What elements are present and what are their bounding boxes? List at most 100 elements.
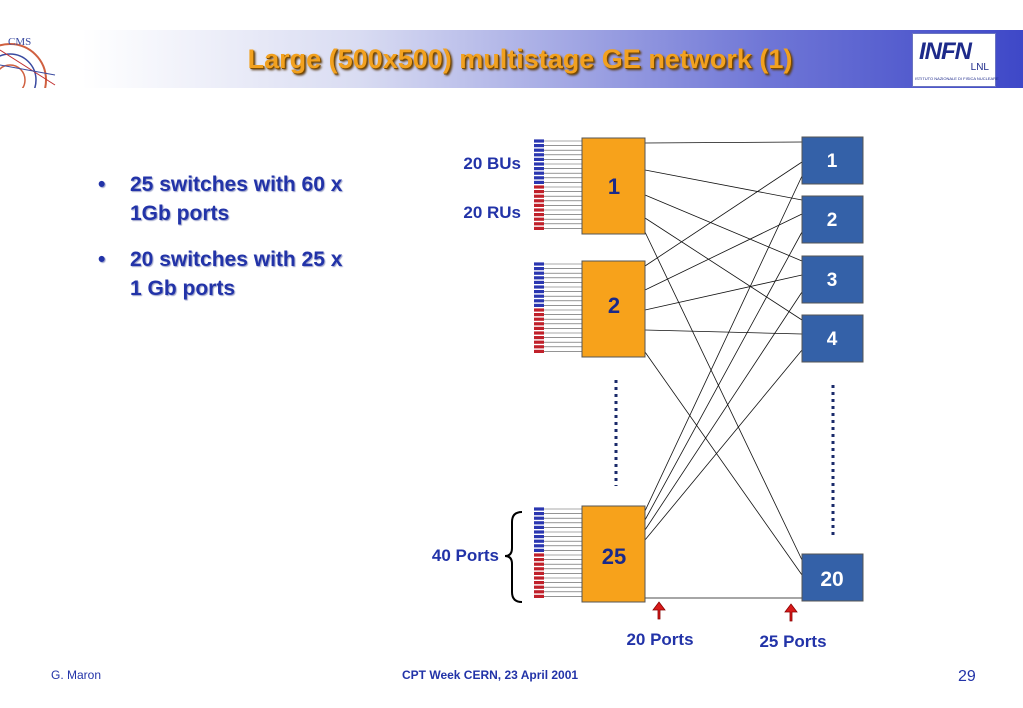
- bus-label: 20 BUs: [463, 154, 521, 173]
- bu-port-stub: [534, 262, 544, 266]
- connection-line: [644, 291, 803, 531]
- cms-logo-graphic: [0, 43, 56, 88]
- bu-port-stub: [534, 548, 544, 552]
- bullet-dot: •: [98, 173, 106, 196]
- twenty-five-ports-label: 25 Ports: [759, 632, 826, 651]
- ru-port-stub: [534, 185, 544, 189]
- header-bar: [0, 30, 1023, 88]
- bu-port-stub: [534, 167, 544, 171]
- twenty-five-ports-arrow: [784, 603, 798, 622]
- bu-port-stub: [534, 180, 544, 184]
- bullet-text: 25 switches with 60 x 1Gb ports: [130, 173, 343, 225]
- bullet-dot: •: [98, 248, 106, 271]
- ru-port-stub: [534, 581, 544, 585]
- ru-port-stub: [534, 317, 544, 321]
- twenty-ports-label: 20 Ports: [626, 630, 693, 649]
- bu-port-stub: [534, 267, 544, 271]
- ru-port-stub: [534, 217, 544, 221]
- ru-port-stub: [534, 590, 544, 594]
- ports-brace: [504, 511, 523, 603]
- bu-port-stub: [534, 294, 544, 298]
- bu-port-stub: [534, 148, 544, 152]
- ru-port-stub: [534, 349, 544, 353]
- ru-port-stub: [534, 340, 544, 344]
- left-switch-25: [581, 505, 646, 603]
- connection-line: [644, 194, 803, 262]
- footer-page-number: 29: [958, 668, 976, 685]
- bu-port-stub: [534, 285, 544, 289]
- ru-port-stub: [534, 326, 544, 330]
- slide-title: Large (500x500) multistage GE network (1…: [247, 44, 793, 74]
- bu-port-stub: [534, 507, 544, 511]
- right-switch-3-label: 3: [827, 270, 838, 291]
- infn-logo-line: ISTITUTO NAZIONALE DI FISICA NUCLEARE: [915, 76, 999, 81]
- rus-label: 20 RUs: [463, 203, 521, 222]
- connection-lines: [644, 141, 803, 599]
- forty-ports-label: 40 Ports: [432, 546, 499, 565]
- ru-port-stub: [534, 199, 544, 203]
- bullet-item: • 20 switches with 25 x 1 Gb ports: [98, 245, 358, 303]
- right-switch-20-label: 20: [820, 568, 843, 591]
- left-switch-2-label: 2: [608, 293, 620, 318]
- right-switch-4-label: 4: [827, 329, 838, 350]
- connection-line: [644, 231, 803, 561]
- ru-port-stub: [534, 308, 544, 312]
- right-switch-4: [801, 314, 864, 363]
- bu-port-stub: [534, 276, 544, 280]
- left-switch-1: [581, 137, 646, 235]
- ru-port-stub: [534, 336, 544, 340]
- connection-line: [644, 231, 803, 521]
- bu-port-stub: [534, 162, 544, 166]
- bu-port-stub: [534, 516, 544, 520]
- infn-logo-main: INFN: [919, 38, 972, 65]
- port-stubs: [534, 139, 582, 598]
- ru-port-stub: [534, 576, 544, 580]
- connection-line: [644, 175, 803, 512]
- ru-port-stub: [534, 558, 544, 562]
- ru-port-stub: [534, 322, 544, 326]
- left-switch-2: [581, 260, 646, 358]
- bu-port-stub: [534, 539, 544, 543]
- twenty-ports-arrow: [652, 601, 666, 620]
- left-switch-25-label: 25: [602, 544, 626, 569]
- ru-port-stub: [534, 313, 544, 317]
- ru-port-stub: [534, 585, 544, 589]
- connection-line: [644, 351, 803, 576]
- connection-line: [644, 217, 803, 321]
- ru-port-stub: [534, 345, 544, 349]
- bu-port-stub: [534, 153, 544, 157]
- ru-port-stub: [534, 562, 544, 566]
- connection-line: [644, 349, 803, 541]
- ru-port-stub: [534, 190, 544, 194]
- bu-port-stub: [534, 530, 544, 534]
- ru-port-stub: [534, 194, 544, 198]
- right-switch-20: [801, 553, 864, 602]
- ru-port-stub: [534, 331, 544, 335]
- ru-port-stub: [534, 208, 544, 212]
- connection-line: [644, 169, 803, 201]
- footer-author: G. Maron: [51, 668, 102, 682]
- ru-port-stub: [534, 553, 544, 557]
- bu-port-stub: [534, 139, 544, 143]
- right-switch-3: [801, 255, 864, 304]
- bu-port-stub: [534, 271, 544, 275]
- ru-port-stub: [534, 226, 544, 230]
- right-switch-1-label: 1: [827, 151, 838, 172]
- bu-port-stub: [534, 290, 544, 294]
- ru-port-stub: [534, 222, 544, 226]
- ru-port-stub: [534, 213, 544, 217]
- ru-port-stub: [534, 571, 544, 575]
- bu-port-stub: [534, 521, 544, 525]
- bu-port-stub: [534, 535, 544, 539]
- bu-port-stub: [534, 144, 544, 148]
- footer-event: CPT Week CERN, 23 April 2001: [402, 668, 579, 682]
- infn-logo-sub: LNL: [970, 62, 989, 73]
- cms-logo: CMS: [0, 30, 58, 88]
- bu-port-stub: [534, 280, 544, 284]
- bullet-text: 20 switches with 25 x 1 Gb ports: [130, 248, 343, 300]
- ru-port-stub: [534, 567, 544, 571]
- connection-line: [644, 141, 803, 144]
- connection-line: [644, 213, 803, 291]
- bu-port-stub: [534, 303, 544, 307]
